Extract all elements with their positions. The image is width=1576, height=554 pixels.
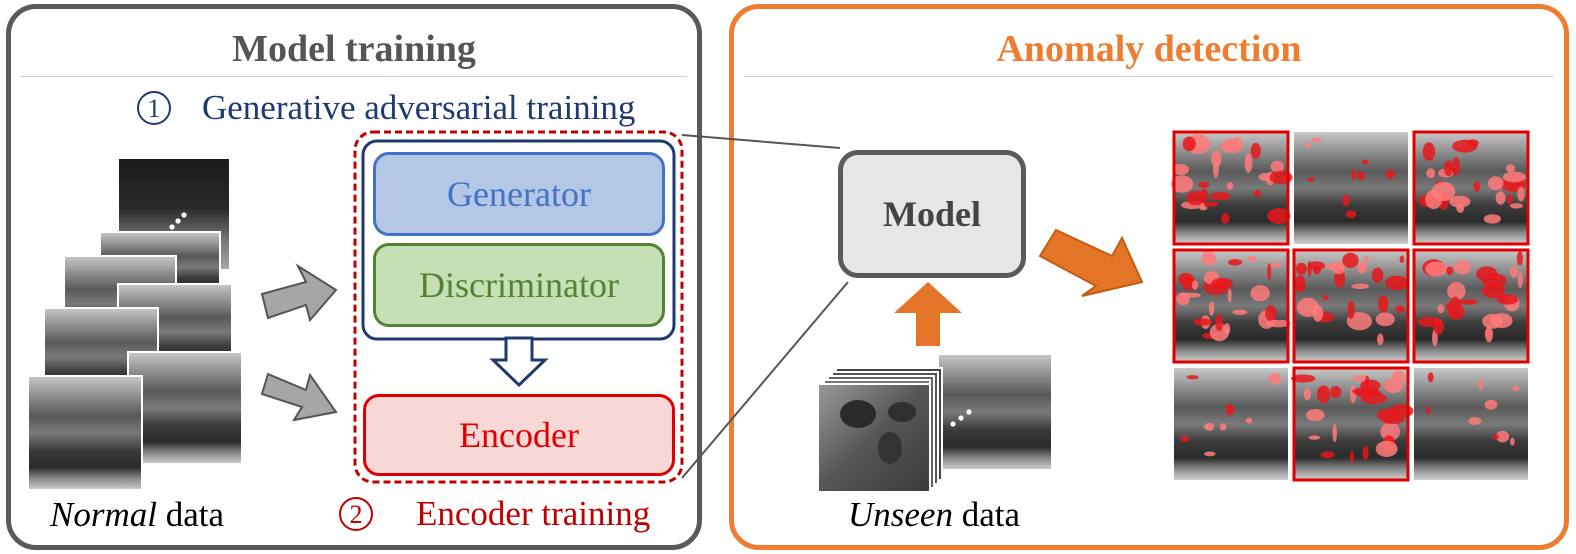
anomaly-heatmap-grid [1171, 130, 1530, 482]
anomalous-heatmap-cell [1172, 248, 1291, 364]
encoder-training-frame [353, 130, 684, 484]
encoder-label: Encoder [459, 415, 579, 455]
anomalous-heatmap-cell [1290, 366, 1414, 482]
anomalous-heatmap-cell [1412, 248, 1530, 364]
generator-label: Generator [447, 174, 591, 214]
encoder-block: Encoder [363, 394, 675, 476]
ellipsis-icon [950, 409, 972, 427]
unseen-word: Unseen [848, 495, 953, 534]
normal-oct-stack [27, 157, 243, 491]
model-training-panel: Model training [6, 4, 702, 550]
step-2-label: Encoder training [416, 494, 651, 533]
oct-scan [937, 353, 1053, 471]
step-2-badge: 2 [339, 497, 373, 531]
normal-heatmap-cell [1414, 368, 1528, 480]
normal-word: Normal [50, 495, 157, 534]
down-arrow-icon [489, 336, 549, 388]
anomalous-heatmap-cell [1412, 130, 1530, 246]
title-divider [21, 76, 687, 77]
connector-bottom [681, 281, 849, 479]
arrow-right-icon [260, 263, 338, 323]
oct-scan [817, 383, 931, 493]
anomaly-detection-panel: Anomaly detection [729, 4, 1569, 550]
data-word: data [156, 495, 225, 534]
connector-top [681, 134, 841, 149]
oct-scan [127, 351, 243, 465]
normal-data-caption: Normal data [50, 495, 224, 535]
step-1-label: Generative adversarial training [202, 88, 636, 127]
anomalous-heatmap-cell [1171, 130, 1293, 246]
unseen-data-caption: Unseen data [848, 495, 1020, 535]
oct-scan [27, 375, 143, 491]
generator-block: Generator [373, 152, 665, 236]
model-training-title: Model training [232, 28, 476, 70]
title-divider [744, 76, 1554, 77]
ellipsis-icon [169, 212, 187, 230]
anomalous-heatmap-cell [1292, 248, 1410, 364]
step-1-badge: 1 [137, 91, 171, 125]
model-block: Model [838, 150, 1026, 278]
discriminator-block: Discriminator [373, 243, 665, 327]
data-word: data [952, 495, 1021, 534]
discriminator-label: Discriminator [419, 265, 619, 305]
arrow-right-icon [260, 372, 338, 422]
normal-heatmap-cell [1174, 368, 1288, 480]
anomaly-detection-title: Anomaly detection [996, 28, 1302, 70]
model-label: Model [883, 194, 981, 234]
normal-heatmap-cell [1294, 132, 1408, 244]
arrow-right-icon [1038, 228, 1144, 297]
up-arrow-icon [894, 282, 962, 346]
unseen-oct-stack [817, 353, 1053, 493]
